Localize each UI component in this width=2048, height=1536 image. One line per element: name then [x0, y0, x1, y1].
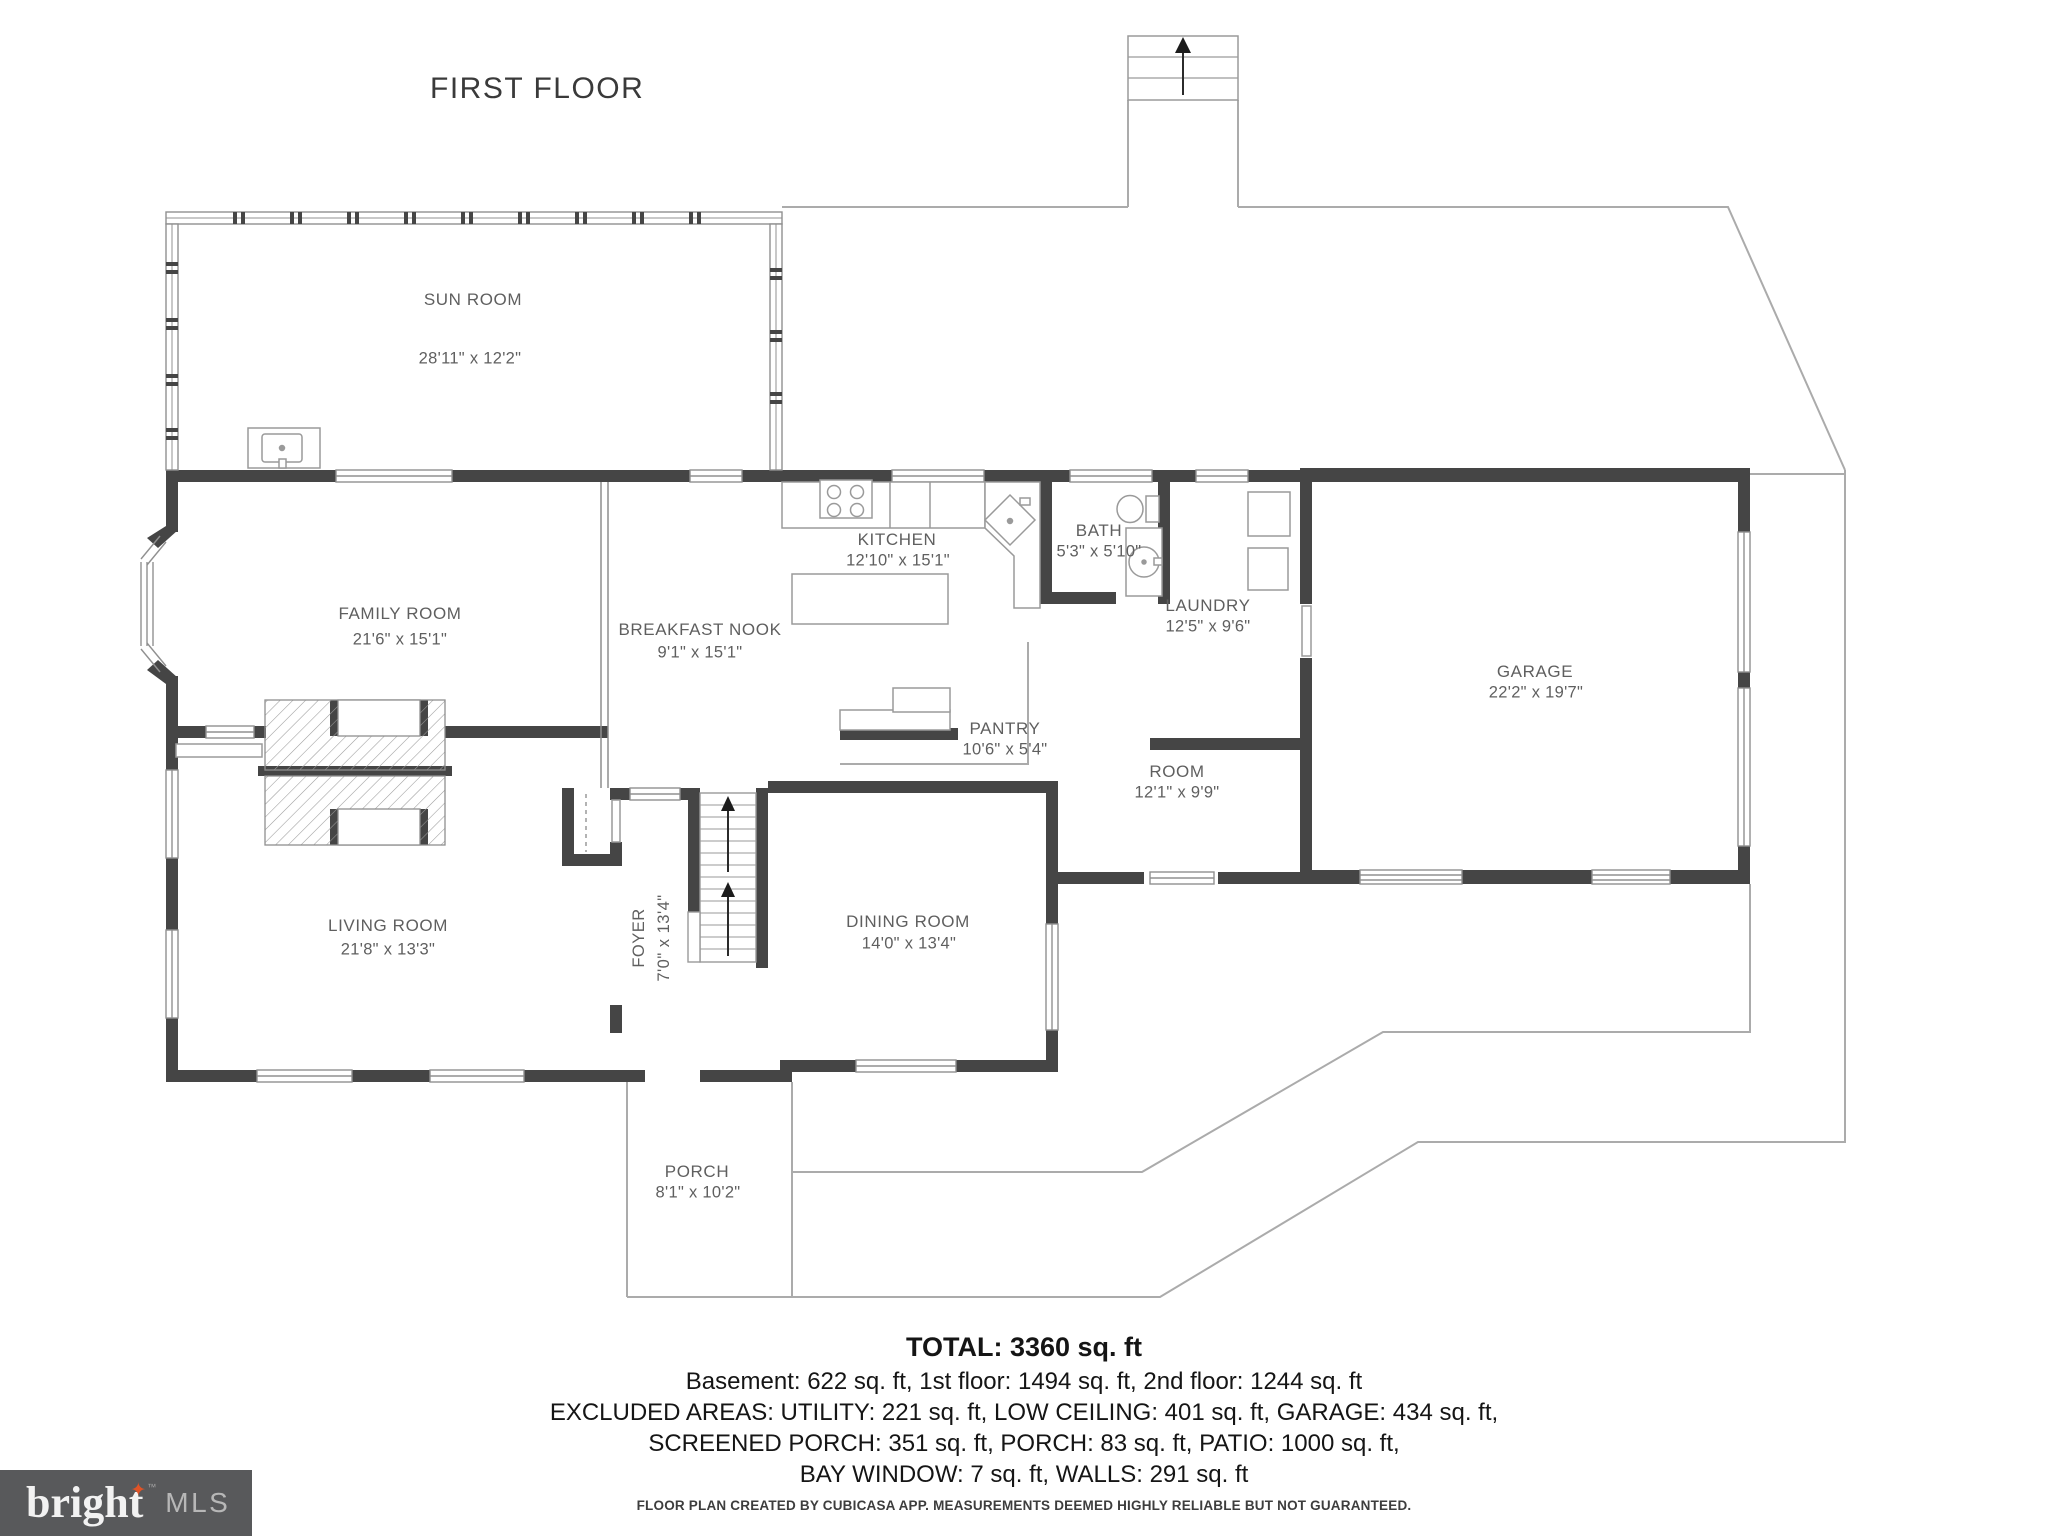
logo-brand-text: bright: [26, 1478, 144, 1527]
summary-line-4: BAY WINDOW: 7 sq. ft, WALLS: 291 sq. ft: [799, 1461, 1249, 1488]
room-dims-laundry: 12'5" x 9'6": [1165, 617, 1251, 636]
logo-trademark: ™: [147, 1482, 157, 1492]
dryer-icon: [1247, 547, 1289, 591]
room-label-room: ROOM: [1149, 762, 1205, 781]
pantry-cabinets: [839, 687, 951, 731]
logo-star-icon: ✦: [130, 1479, 147, 1501]
window-seat: [175, 743, 263, 758]
room-dims-garage: 22'2" x 19'7": [1488, 683, 1584, 702]
disclaimer-text: FLOOR PLAN CREATED BY CUBICASA APP. MEAS…: [636, 1498, 1412, 1513]
stove-icon: [819, 479, 873, 519]
room-dims-room: 12'1" x 9'9": [1134, 783, 1220, 802]
room-label-dining-room: DINING ROOM: [846, 912, 970, 931]
foyer-dims: 7'0" x 13'4": [655, 894, 673, 982]
fixtures: [175, 427, 1312, 852]
summary-line-3: SCREENED PORCH: 351 sq. ft, PORCH: 83 sq…: [648, 1430, 1400, 1457]
kitchen-island: [791, 573, 949, 625]
summary-line-2: EXCLUDED AREAS: UTILITY: 221 sq. ft, LOW…: [549, 1399, 1499, 1426]
foyer-stairs-icon: [687, 792, 757, 963]
room-label-kitchen: KITCHEN: [857, 530, 937, 549]
room-divider: [600, 482, 609, 788]
page-title: FIRST FLOOR: [430, 72, 645, 105]
fireplace: [264, 699, 446, 846]
logo-mls-text: MLS: [165, 1487, 231, 1518]
room-label-family-room: FAMILY ROOM: [338, 604, 462, 623]
bath-vanity-icon: [1125, 527, 1163, 597]
room-label-pantry: PANTRY: [969, 719, 1041, 738]
room-dims-family-room: 21'6" x 15'1": [352, 630, 448, 649]
area-summary: TOTAL: 3360 sq. ft Basement: 622 sq. ft,…: [0, 1332, 2048, 1490]
room-dims-sun-room: 28'11" x 12'2": [418, 349, 522, 368]
washer-icon: [1247, 491, 1291, 537]
room-label-garage: GARAGE: [1496, 662, 1574, 681]
room-dims-kitchen: 12'10" x 15'1": [846, 551, 950, 570]
room-dims-living-room: 21'8" x 13'3": [340, 940, 436, 959]
bay-window: [140, 535, 167, 673]
patio-porch-outlines: [626, 100, 1846, 1298]
room-dims-breakfast-nook: 9'1" x 15'1": [657, 643, 743, 662]
summary-line-1: Basement: 622 sq. ft, 1st floor: 1494 sq…: [685, 1368, 1363, 1395]
windows: [165, 469, 1751, 1083]
kitchen-sink-icon: [983, 493, 1037, 547]
room-label-living-room: LIVING ROOM: [328, 916, 448, 935]
bright-mls-logo: bright ✦ ™ MLS: [0, 1470, 252, 1536]
sun-room-window-walls: [165, 211, 783, 471]
toilet-icon: [1116, 494, 1160, 524]
total-area: TOTAL: 3360 sq. ft: [905, 1332, 1143, 1362]
room-dims-dining-room: 14'0" x 13'4": [861, 934, 957, 953]
foyer-name: FOYER: [630, 908, 648, 968]
room-dims-porch: 8'1" x 10'2": [655, 1183, 741, 1202]
room-label-bath: BATH: [1075, 521, 1123, 540]
room-label-porch: PORCH: [664, 1162, 730, 1181]
wet-bar-sink-icon: [247, 427, 321, 469]
upper-stairs-icon: [1127, 35, 1239, 101]
room-label-laundry: LAUNDRY: [1165, 596, 1251, 615]
room-label-foyer: FOYER 7'0" x 13'4": [627, 894, 677, 981]
walls: [147, 468, 1750, 1082]
room-label-breakfast-nook: BREAKFAST NOOK: [618, 620, 782, 639]
closet: [585, 794, 621, 852]
room-label-sun-room: SUN ROOM: [423, 290, 523, 309]
garage-door-leaf: [1301, 605, 1312, 657]
room-dims-bath: 5'3" x 5'10": [1056, 542, 1142, 561]
room-dims-pantry: 10'6" x 5'4": [962, 740, 1048, 759]
